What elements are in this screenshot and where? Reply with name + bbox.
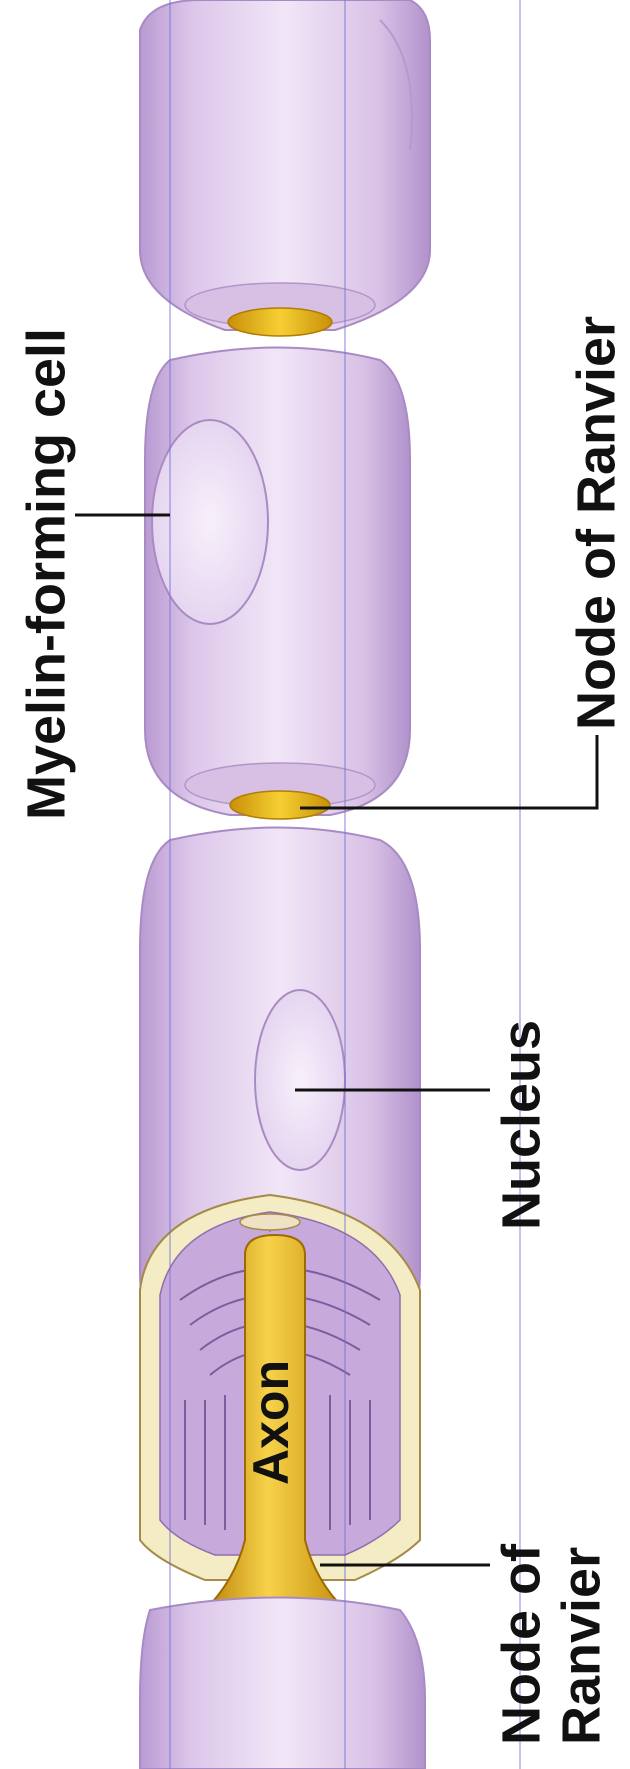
node-ring-top bbox=[228, 308, 332, 336]
label-myelin-forming-cell: Myelin-forming cell bbox=[16, 328, 76, 820]
nucleus-shape bbox=[255, 990, 345, 1170]
myelin-segment-middle bbox=[145, 348, 410, 816]
label-node-of-ranvier-bottom-line2: Ranvier bbox=[551, 1547, 611, 1745]
label-node-of-ranvier-bottom-line1: Node of bbox=[491, 1543, 551, 1745]
node-ring-middle bbox=[230, 791, 330, 819]
label-nucleus: Nucleus bbox=[491, 1020, 551, 1230]
label-node-of-ranvier-top: Node of Ranvier bbox=[566, 316, 626, 730]
myelin-segment-bottom bbox=[140, 1598, 425, 1769]
myelin-segment-top bbox=[140, 0, 430, 330]
bulge-middle bbox=[152, 420, 268, 624]
label-axon: Axon bbox=[243, 1360, 299, 1485]
